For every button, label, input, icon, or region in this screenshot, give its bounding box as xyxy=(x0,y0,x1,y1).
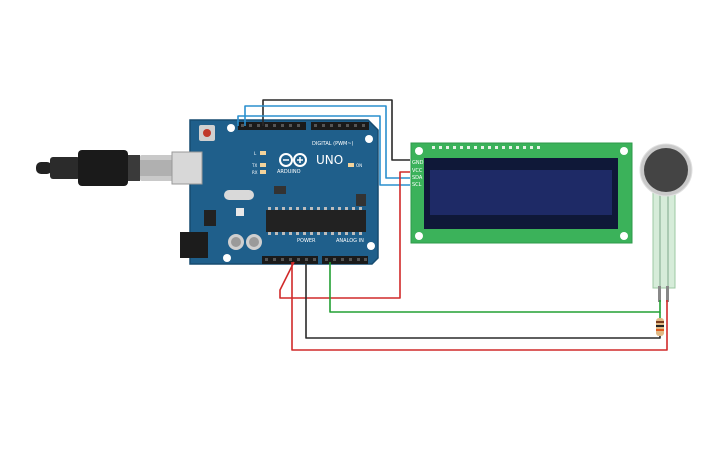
analog-header[interactable] xyxy=(322,256,368,264)
wire-sda[interactable] xyxy=(244,105,410,179)
mounting-hole xyxy=(365,135,373,143)
resistor-icon[interactable] xyxy=(656,318,664,336)
mounting-hole xyxy=(227,124,235,132)
lcd-pin-sda: SDA xyxy=(412,175,423,181)
analog-header-label: ANALOG IN xyxy=(336,238,364,244)
lcd-pin-scl: SCL xyxy=(412,182,422,188)
rx-label: RX xyxy=(252,170,258,175)
wire-scl[interactable] xyxy=(237,115,410,186)
usb-port xyxy=(171,151,203,185)
mounting-hole xyxy=(620,147,628,155)
mounting-hole xyxy=(415,147,423,155)
arduino-logo-icon xyxy=(279,153,307,167)
lcd-module[interactable]: GND VCC SDA SCL xyxy=(410,142,633,244)
reset-button-cap[interactable] xyxy=(203,129,211,137)
arduino-uno-board[interactable]: DIGITAL (PWM~) POWER ANALOG IN UNO ARDUI… xyxy=(171,119,379,265)
mounting-hole xyxy=(415,232,423,240)
on-label: ON xyxy=(356,163,362,168)
wire-gnd-lcd[interactable] xyxy=(262,99,410,161)
board-maker: ARDUINO xyxy=(277,169,301,175)
wire-a0-sensor[interactable] xyxy=(329,262,661,313)
wires xyxy=(237,99,668,351)
voltage-regulator xyxy=(204,210,216,226)
crystal-oscillator xyxy=(224,190,254,200)
usb-cable-icon[interactable] xyxy=(36,150,176,186)
board-brand: UNO xyxy=(316,153,343,167)
force-sensor-icon[interactable] xyxy=(639,143,693,302)
lcd-pin-vcc: VCC xyxy=(412,168,423,174)
power-jack xyxy=(180,232,208,258)
wire-gnd-resistor[interactable] xyxy=(305,262,661,339)
power-header-label: POWER xyxy=(297,238,316,244)
icsp-header xyxy=(274,186,286,194)
led-label: L xyxy=(254,151,257,156)
digital-header-low[interactable] xyxy=(238,122,306,130)
mounting-hole xyxy=(367,242,375,250)
atmega-chip xyxy=(266,210,366,232)
mounting-hole xyxy=(223,254,231,262)
digital-header-label: DIGITAL (PWM~) xyxy=(312,141,354,147)
lcd-screen xyxy=(430,170,612,215)
tx-label: TX xyxy=(251,163,257,168)
lcd-pin-gnd: GND xyxy=(412,160,424,166)
wire-5v-sensor[interactable] xyxy=(291,262,668,351)
wire-5v-lcd[interactable] xyxy=(279,171,410,299)
mounting-hole xyxy=(620,232,628,240)
